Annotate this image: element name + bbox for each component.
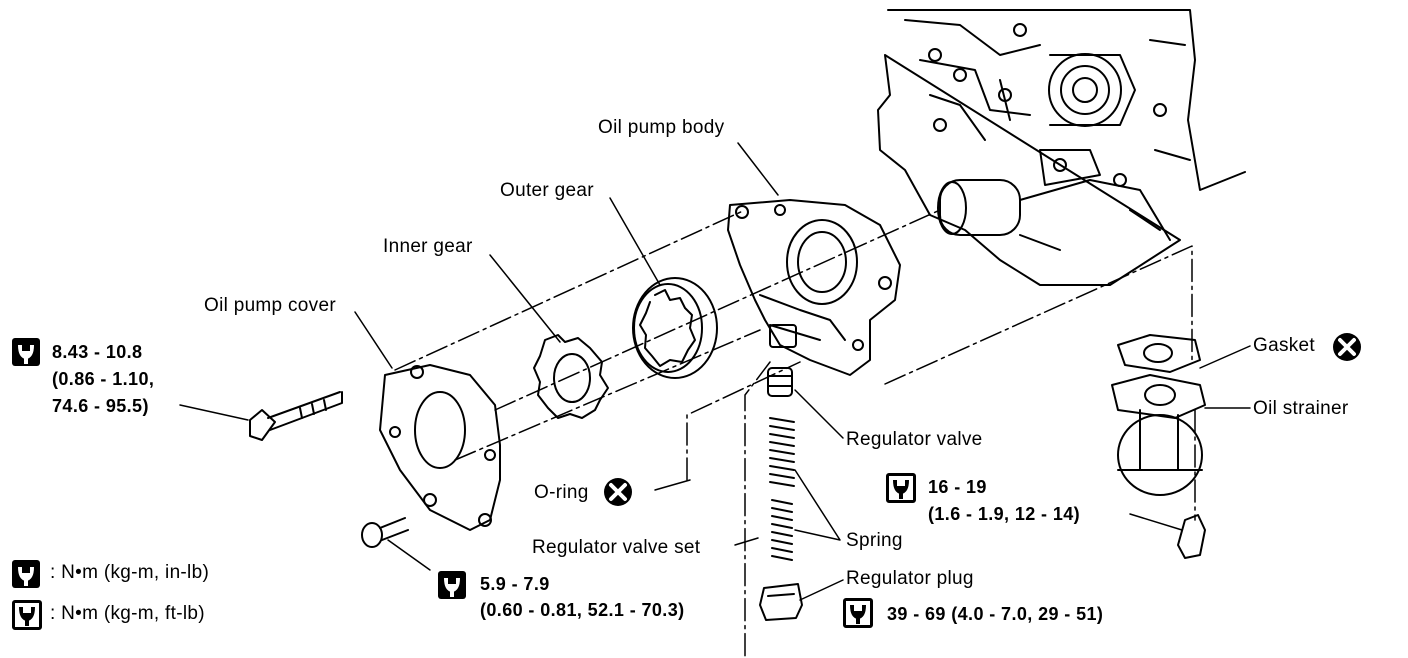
label-inner-gear: Inner gear	[383, 236, 473, 257]
wrench-in-lb-icon	[12, 560, 40, 588]
torque-line: (1.6 - 1.9, 12 - 14)	[928, 504, 1081, 524]
cover-screw	[361, 517, 409, 548]
wrench-ft-lb-icon	[12, 600, 42, 630]
label-outer-gear: Outer gear	[500, 180, 594, 201]
wrench-in-lb-icon	[12, 338, 40, 366]
torque-line: 16 - 19	[928, 477, 987, 497]
oil-pump-cover	[379, 364, 501, 531]
legend-ft-lb: : N•m (kg-m, ft-lb)	[50, 603, 205, 624]
engine-block	[877, 9, 1246, 286]
label-gasket: Gasket	[1253, 335, 1315, 356]
replace-x-icon	[1333, 333, 1361, 361]
torque-line: 8.43 - 10.8	[52, 342, 143, 362]
label-regulator-plug: Regulator plug	[846, 568, 974, 589]
assembly-lines	[394, 209, 1196, 658]
legend-in-lb: : N•m (kg-m, in-lb)	[50, 562, 210, 583]
label-regulator-valve: Regulator valve	[846, 429, 983, 450]
torque-line: (0.86 - 1.10,	[52, 369, 155, 389]
label-oil-strainer: Oil strainer	[1253, 398, 1349, 419]
torque-spec-regulator-plug: 39 - 69 (4.0 - 7.0, 29 - 51)	[887, 604, 1104, 624]
torque-line: 74.6 - 95.5)	[52, 396, 149, 416]
label-oil-pump-cover: Oil pump cover	[204, 295, 336, 316]
label-oil-pump-body: Oil pump body	[598, 117, 725, 138]
wrench-ft-lb-icon	[843, 598, 873, 628]
wrench-in-lb-icon	[438, 571, 466, 599]
torque-line: (0.60 - 0.81, 52.1 - 70.3)	[480, 600, 685, 620]
label-regulator-valve-set: Regulator valve set	[532, 537, 701, 558]
torque-line: 5.9 - 7.9	[480, 574, 550, 594]
label-spring: Spring	[846, 530, 903, 551]
outer-gear	[632, 277, 718, 379]
gasket	[1117, 334, 1201, 373]
oil-strainer	[1111, 374, 1206, 559]
leader-lines	[179, 142, 1251, 601]
label-o-ring: O-ring	[534, 482, 589, 503]
wrench-ft-lb-icon	[886, 473, 916, 503]
regulator-valve-parts	[759, 367, 803, 621]
oil-pump-body	[727, 199, 901, 376]
inner-gear	[533, 334, 609, 419]
cover-bolt	[249, 391, 343, 441]
replace-x-icon	[604, 478, 632, 506]
